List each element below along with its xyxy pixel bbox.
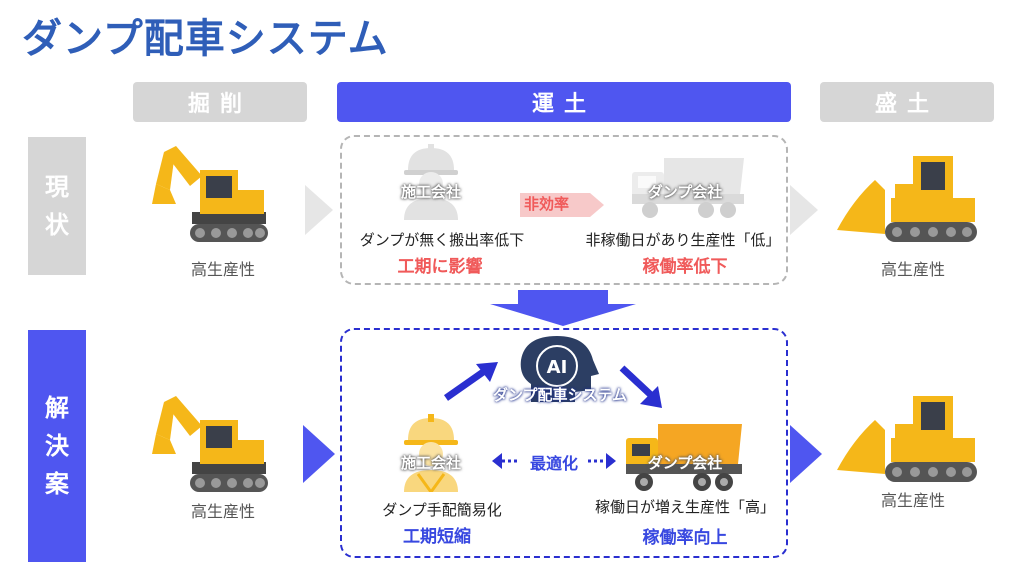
worker-helmet-icon (404, 144, 458, 220)
phase-transport: 運土 (337, 82, 791, 122)
ai-label: AI (547, 357, 568, 378)
phase-excavation: 掘削 (133, 82, 307, 122)
chevron-right-icon (790, 185, 818, 235)
chevron-right-icon (303, 425, 335, 483)
arrow-down-right-icon (619, 365, 662, 408)
row-label-char: 決 (45, 432, 69, 460)
contractor-desc-solution: ダンプ手配簡易化 (382, 501, 502, 519)
dump-desc-current: 非稼働日があり生産性「低」 (585, 231, 781, 249)
contractor-effect-solution: 工期短縮 (403, 527, 471, 547)
excavator-caption: 高生産性 (190, 502, 255, 521)
bulldozer-caption: 高生産性 (880, 491, 945, 510)
row-label-char: 案 (45, 470, 69, 498)
row-label-char: 状 (45, 211, 69, 239)
contractor-label-current: 施工会社 (400, 183, 461, 201)
dump-truck-icon (626, 424, 742, 491)
row-label-char: 解 (45, 394, 69, 422)
dump-effect-solution: 稼働率向上 (642, 528, 728, 548)
row-label-solution: 解 決 案 (28, 330, 86, 562)
ai-head-icon: AI (520, 336, 599, 402)
bulldozer-icon (837, 396, 977, 482)
page-title: ダンプ配車システム (22, 16, 389, 62)
bulldozer-caption: 高生産性 (880, 260, 945, 279)
arrow-bidirectional-icon (492, 453, 616, 469)
excavator-icon (152, 396, 268, 492)
current-transport-box (340, 135, 788, 285)
inefficiency-badge: 非効率 (524, 195, 570, 213)
dump-truck-icon (632, 158, 744, 218)
contractor-effect-current: 工期に影響 (397, 257, 483, 277)
contractor-label-solution: 施工会社 (400, 454, 461, 472)
excavator-caption: 高生産性 (190, 260, 255, 279)
solution-transport-box (340, 328, 788, 558)
dump-effect-current: 稼働率低下 (642, 257, 728, 277)
system-label: ダンプ配車システム (492, 386, 628, 404)
arrow-right-icon (520, 193, 604, 217)
row-label-char: 現 (45, 173, 69, 201)
contractor-desc-current: ダンプが無く搬出率低下 (359, 231, 525, 249)
chevron-right-icon (305, 185, 333, 235)
dump-company-label-solution: ダンプ会社 (647, 454, 723, 472)
row-label-current: 現 状 (28, 137, 86, 275)
chevron-right-icon (790, 425, 822, 483)
optimize-label: 最適化 (529, 454, 578, 473)
arrow-down-icon (490, 290, 636, 326)
worker-helmet-icon (404, 414, 458, 492)
dump-desc-solution: 稼働日が増え生産性「高」 (594, 498, 775, 516)
phase-embankment: 盛土 (820, 82, 994, 122)
excavator-icon (152, 146, 268, 242)
dump-company-label-current: ダンプ会社 (647, 183, 723, 201)
arrow-up-right-icon (443, 362, 498, 401)
bulldozer-icon (837, 156, 977, 242)
